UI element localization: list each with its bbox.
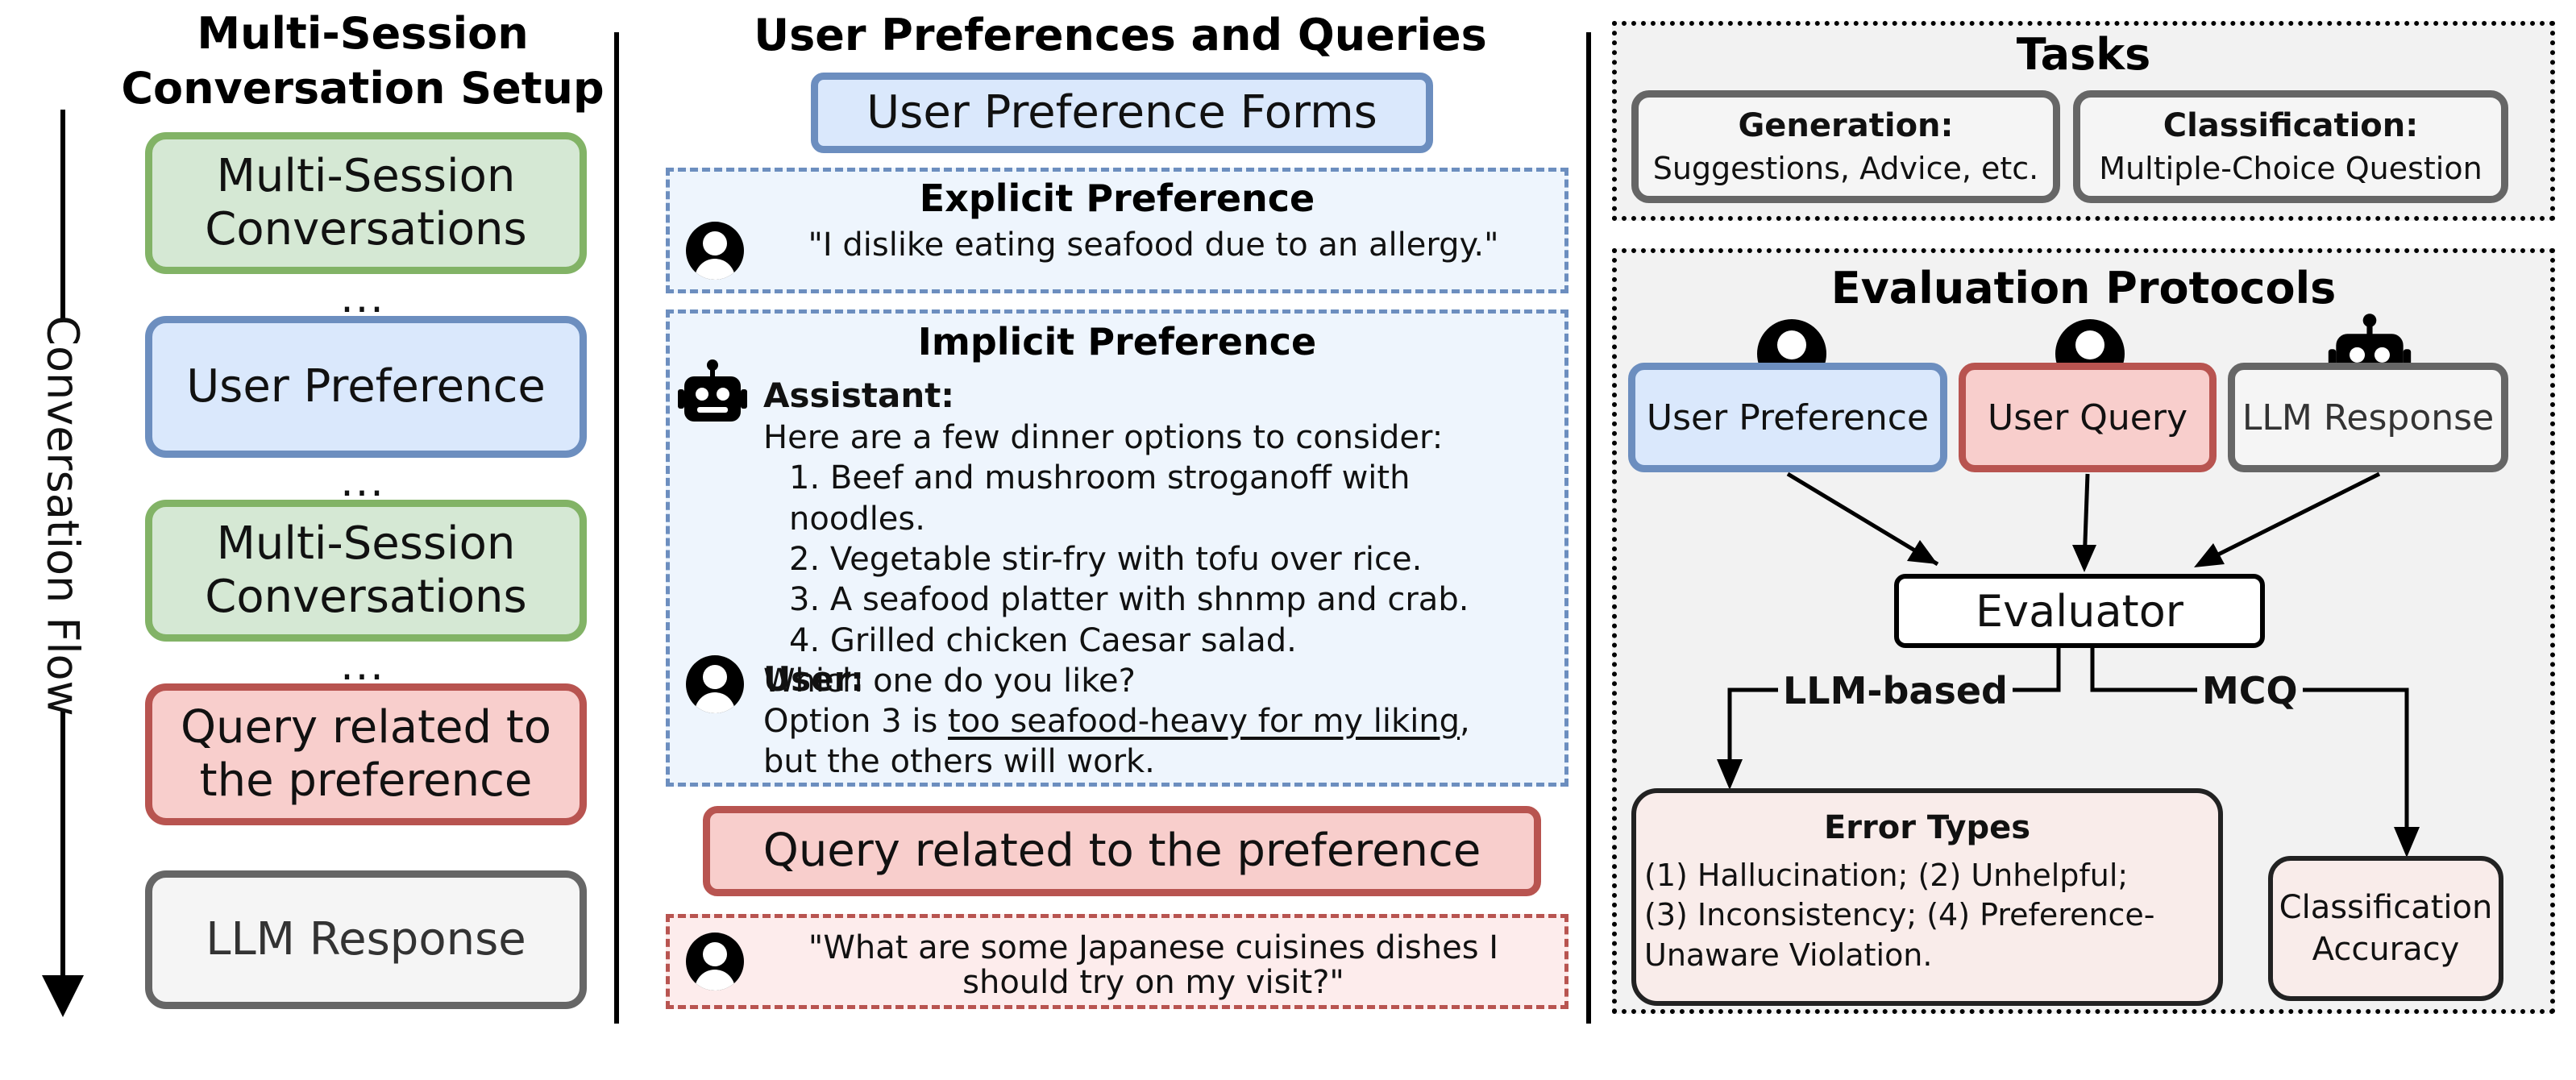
error-types-box: Error Types (1) Hallucination; (2) Unhel… (1631, 788, 2223, 1006)
setup-dots-2: ... (340, 458, 385, 506)
evaluation-title: Evaluation Protocols (1830, 263, 2337, 314)
eval-llm-response-box: LLM Response (2228, 363, 2508, 472)
explicit-preference-quote: "I dislike eating seafood due to an alle… (808, 226, 1499, 264)
implicit-preference-title: Implicit Preference (917, 320, 1317, 363)
query-box: Query related to the preference (703, 806, 1541, 896)
underlined-preference: too seafood-heavy for my liking (948, 702, 1460, 740)
classification-task-box: Classification: Multiple-Choice Question (2073, 90, 2508, 203)
evaluator-box: Evaluator (1894, 574, 2265, 648)
eval-user-preference-box: User Preference (1628, 363, 1947, 472)
preference-forms-box: User Preference Forms (811, 73, 1433, 153)
user-label: User: (763, 659, 865, 699)
user-icon (686, 933, 744, 991)
conversation-flow-arrow (42, 110, 84, 1017)
user-icon (686, 655, 744, 713)
query-quote: "What are some Japanese cuisines dishes … (808, 929, 1499, 1002)
setup-title: Multi-Session Conversation Setup (121, 8, 605, 114)
user-icon (686, 222, 744, 280)
setup-dots-3: ... (340, 642, 385, 690)
user-message: User: Option 3 is too seafood-heavy for … (763, 658, 1553, 783)
error-types-title: Error Types (1823, 809, 2031, 846)
explicit-preference-panel: Explicit Preference "I dislike eating se… (666, 168, 1568, 293)
llm-based-label: LLM-based (1778, 672, 2013, 709)
evaluation-panel: Evaluation Protocols User Preference Use… (1612, 248, 2555, 1014)
setup-box-user-preference: User Preference (145, 316, 587, 458)
tasks-panel: Tasks Generation: Suggestions, Advice, e… (1612, 21, 2555, 221)
error-types-list: (1) Hallucination; (2) Unhelpful; (3) In… (1644, 858, 2155, 973)
column-divider-2 (1586, 32, 1591, 1024)
eval-user-query-box: User Query (1959, 363, 2217, 472)
robot-icon (678, 359, 747, 422)
column-divider-1 (614, 32, 619, 1024)
assistant-message: Assistant: Here are a few dinner options… (763, 375, 1553, 702)
tasks-title: Tasks (2016, 29, 2151, 80)
query-quote-panel: "What are some Japanese cuisines dishes … (666, 914, 1568, 1009)
implicit-preference-panel: Implicit Preference Assistant: Here are … (666, 309, 1568, 787)
mcq-label: MCQ (2197, 672, 2303, 709)
prefs-title: User Preferences and Queries (754, 10, 1487, 60)
generation-task-box: Generation: Suggestions, Advice, etc. (1631, 90, 2060, 203)
setup-dots-1: ... (340, 274, 385, 322)
assistant-label: Assistant: (763, 376, 955, 415)
setup-box-llm-response: LLM Response (145, 870, 587, 1009)
explicit-preference-title: Explicit Preference (919, 177, 1315, 220)
